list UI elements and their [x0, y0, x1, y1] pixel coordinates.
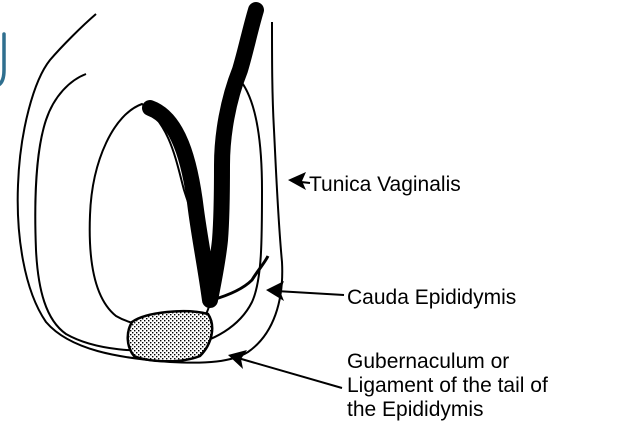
- label-gubernaculum-line1: Gubernaculum or: [347, 350, 548, 374]
- gubernaculum: [128, 311, 212, 361]
- label-cauda-epididymis: Cauda Epididymis: [347, 285, 516, 310]
- label-tunica-vaginalis: Tunica Vaginalis: [309, 172, 461, 197]
- corner-glyph: [0, 34, 4, 86]
- pointer-gubernaculum: [228, 350, 342, 388]
- label-gubernaculum: Gubernaculum or Ligament of the tail of …: [347, 350, 548, 422]
- pointer-cauda-epididymis: [266, 281, 344, 301]
- label-gubernaculum-line2: Ligament of the tail of: [347, 374, 548, 398]
- label-gubernaculum-line3: the Epididymis: [347, 398, 548, 422]
- pointer-tunica-vaginalis: [288, 172, 310, 190]
